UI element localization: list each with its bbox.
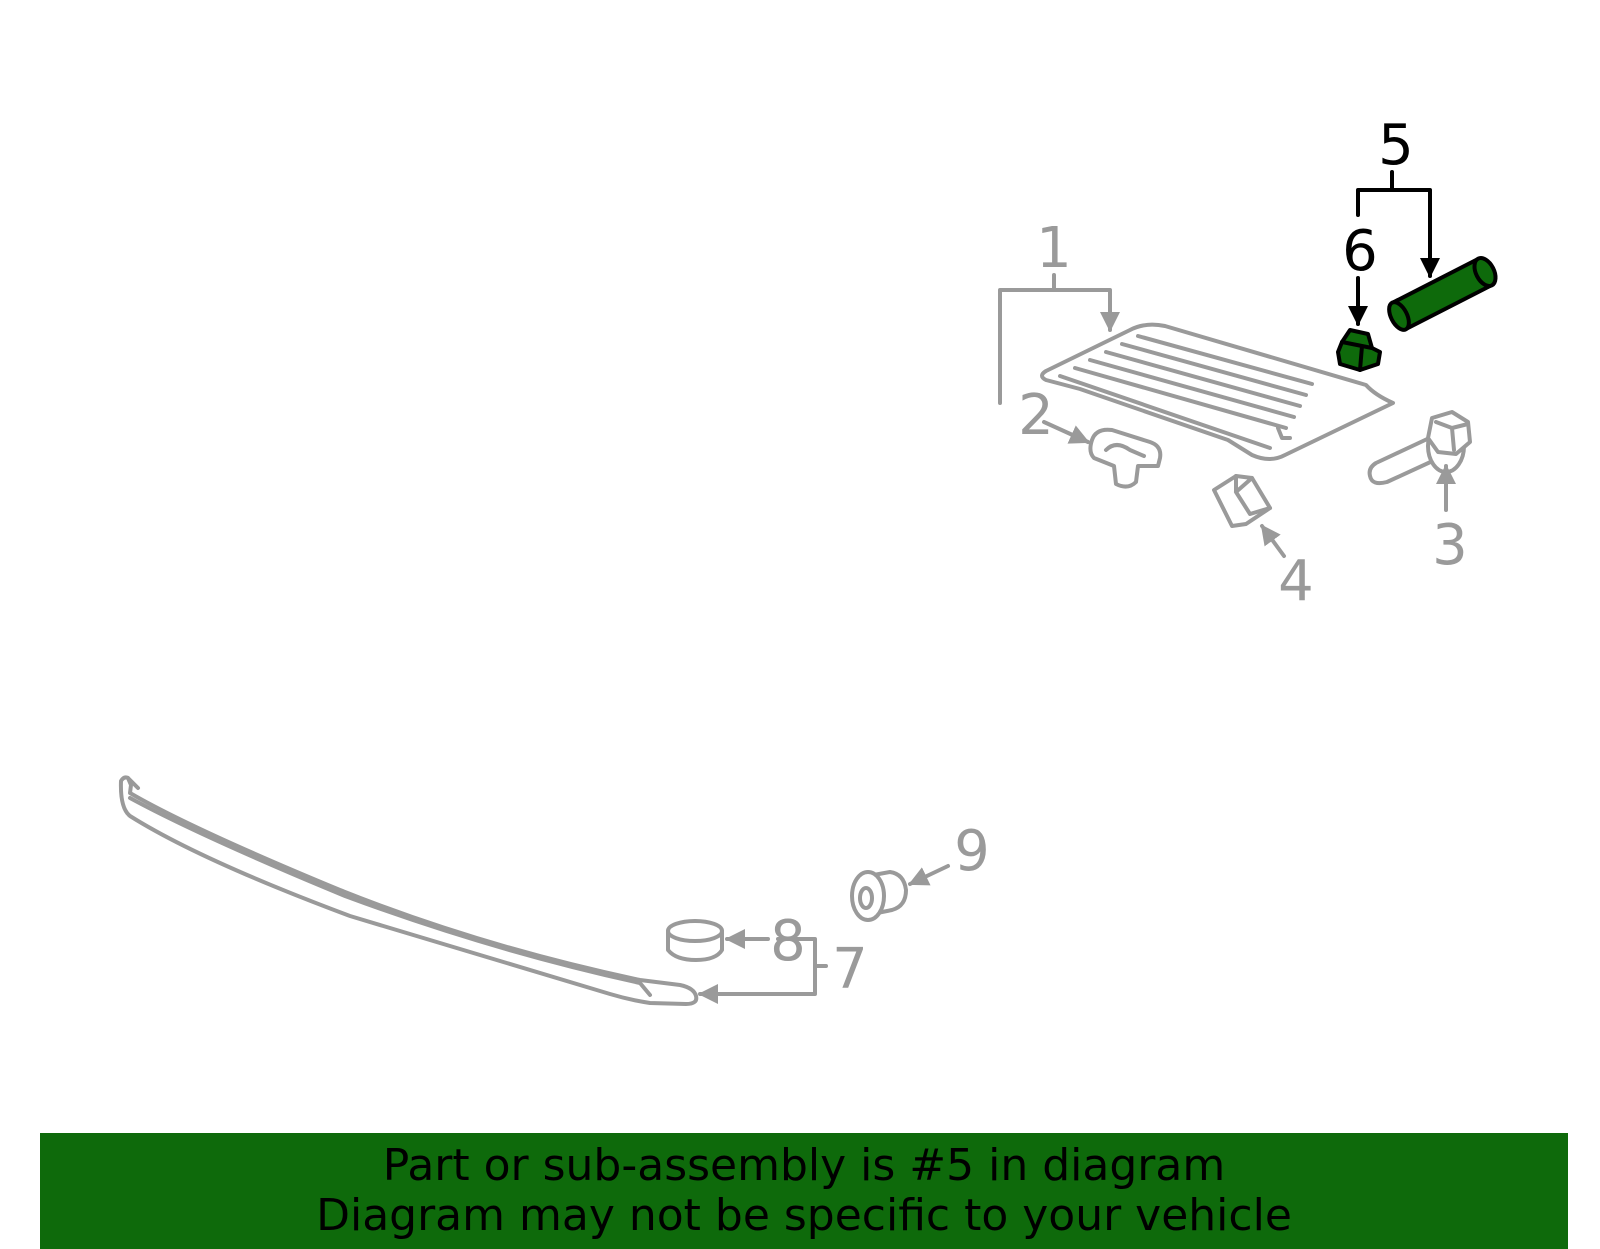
part-1-step-pad[interactable] [1040,322,1395,461]
callout-4-leader [1260,524,1286,558]
info-banner: Part or sub-assembly is #5 in diagram Di… [40,1133,1568,1249]
part-3-bolt[interactable] [1367,410,1472,486]
callout-7: 7 [832,937,868,1002]
part-5-end-near[interactable] [1385,299,1413,333]
callout-4: 4 [1278,549,1314,614]
callout-5: 5 [1378,113,1414,178]
callout-9: 9 [954,819,990,884]
part-6-body[interactable] [1336,328,1382,372]
callout-8: 8 [770,909,806,974]
part-6-highlighted-clip[interactable] [1336,328,1382,372]
banner-line-part-info: Part or sub-assembly is #5 in diagram [382,1140,1226,1191]
part-8-cap[interactable] [666,919,724,962]
banner-line-disclaimer: Diagram may not be specific to your vehi… [316,1190,1292,1241]
part-9-grommet[interactable] [850,870,908,922]
callout-5-bracket [1356,170,1430,276]
part-5-highlighted[interactable] [1385,255,1500,333]
callout-1-bracket [998,273,1110,405]
callout-6: 6 [1342,219,1378,284]
callout-1: 1 [1036,216,1072,281]
callout-3: 3 [1432,513,1468,578]
part-7-molding-strip[interactable] [118,775,699,1006]
part-4-retainer[interactable] [1212,474,1272,528]
callout-2-leader [1042,420,1090,444]
callout-2: 2 [1018,383,1054,448]
callout-9-leader [908,864,950,886]
part-2-clip[interactable] [1088,427,1163,489]
part-5-end-far[interactable] [1470,255,1500,290]
